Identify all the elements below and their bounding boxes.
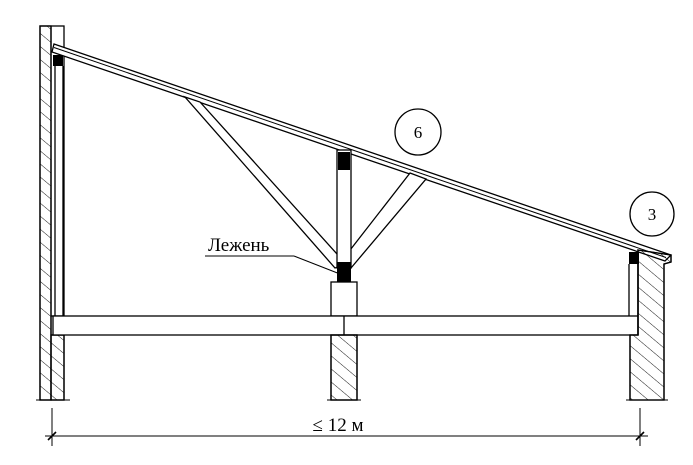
callout-circle-6 — [394, 108, 442, 156]
callout-circle-3 — [629, 191, 675, 237]
lezhen-leader — [205, 255, 341, 275]
span-label: ≤ 12 м — [313, 415, 364, 436]
callout-3-label: 3 — [648, 205, 657, 224]
span-dimension — [45, 408, 648, 446]
lezhen-label: Лежень — [208, 235, 270, 256]
center-wall — [330, 334, 358, 401]
center-post — [336, 149, 352, 282]
post-top-block — [338, 152, 350, 170]
lezhen-beam — [330, 281, 358, 317]
left-post — [53, 55, 64, 316]
rafter — [51, 43, 673, 262]
right-support-block — [629, 252, 639, 264]
post-bottom-block — [337, 262, 351, 282]
floor-beam — [52, 315, 639, 336]
left-wall — [39, 25, 65, 401]
left-support-block — [53, 55, 63, 66]
right-strut — [338, 172, 428, 269]
callout-6-label: 6 — [414, 123, 423, 142]
